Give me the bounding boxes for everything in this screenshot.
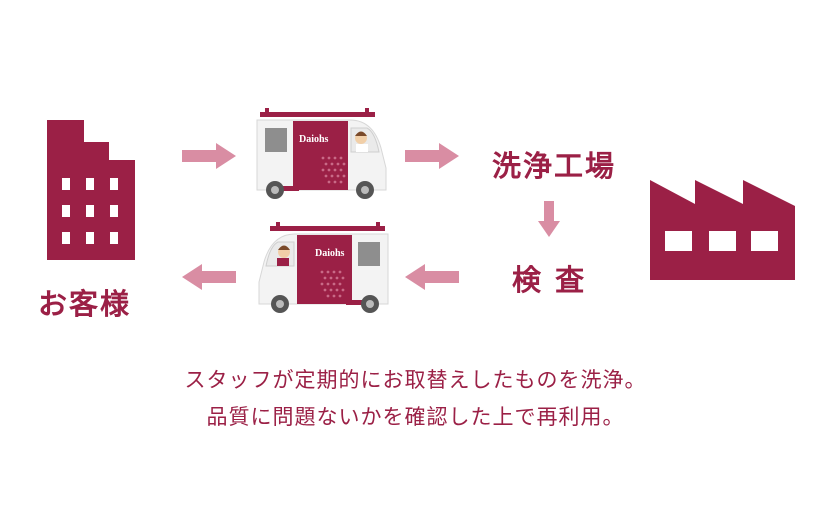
factory-label: 洗浄工場 [492, 149, 617, 183]
arrow-left-icon [182, 264, 236, 290]
van-top-brand: Daiohs [299, 134, 329, 145]
arrow-right-icon [182, 143, 236, 169]
arrow-left-icon [405, 264, 459, 290]
van-bottom-icon: Daiohs [255, 222, 390, 314]
arrow-right-icon [405, 143, 459, 169]
caption-line-2: 品質に問題ないかを確認した上で再利用。 [206, 405, 625, 429]
customer-label: お客様 [38, 287, 132, 321]
caption-line-1: スタッフが定期的にお取替えしたものを洗浄。 [184, 368, 647, 392]
arrow-down-icon [538, 201, 560, 237]
van-bottom-brand: Daiohs [315, 248, 345, 259]
inspection-label: 検 査 [512, 263, 587, 297]
van-top-icon: Daiohs [255, 108, 390, 200]
factory-icon [650, 180, 795, 280]
customer-building-icon [47, 120, 137, 260]
